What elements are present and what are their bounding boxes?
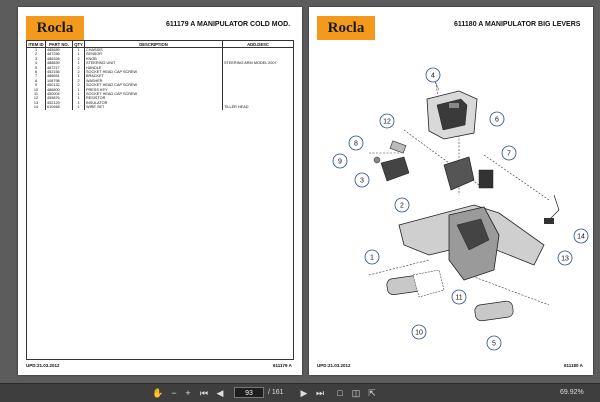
footer-date: UPD:21.03.2012 [317,363,351,368]
rocla-logo: Rocla [317,16,375,40]
svg-text:8: 8 [354,141,358,148]
part-wire-set [544,194,560,224]
cell-add-desc [222,87,294,93]
callout-9: 9 [332,153,348,169]
svg-text:13: 13 [561,256,569,263]
last-page-icon[interactable]: ⏭ [315,388,325,398]
svg-text:7: 7 [507,151,511,158]
svg-text:10: 10 [415,330,423,337]
svg-text:3: 3 [360,178,364,185]
svg-text:1: 1 [370,255,374,262]
svg-text:2: 2 [400,203,404,210]
cell-part-no: 610948 [45,105,73,110]
footer-code: 611180 A [564,363,583,368]
cell-add-desc [222,47,294,53]
cell-add-desc [222,92,294,97]
callout-3: 3 [354,172,370,188]
part-chassis [398,204,545,281]
callout-8: 8 [348,135,364,151]
callout-7: 7 [501,145,517,161]
cell-add-desc [222,65,294,71]
col-add-desc: ADD.DESC [222,40,294,48]
cell-add-desc [222,52,294,57]
viewer-toolbar: ✋ − + ⏮ ◀ 93 / 161 ▶ ⏭ □ ◫ ⇱ 69.92% [0,383,600,402]
cell-qty: 1 [72,105,85,110]
zoom-out-icon[interactable]: − [171,388,177,398]
zoom-in-icon[interactable]: + [185,388,191,398]
col-qty: QTY [72,40,85,48]
part-bracket [443,156,494,191]
svg-text:11: 11 [455,295,462,302]
svg-text:12: 12 [383,119,391,126]
part-steering-unit [426,90,478,140]
svg-text:9: 9 [338,159,342,166]
col-description: DESCRIPTION [84,40,223,48]
fit-icon[interactable]: ⇱ [368,388,376,398]
callout-13: 13 [557,250,573,266]
single-page-icon[interactable]: □ [337,388,343,398]
col-item-id: ITEM ID [26,40,46,48]
page-number-input[interactable]: 93 [234,387,264,398]
cell-add-desc [222,100,294,106]
parts-table: ITEM ID PART NO. QTY DESCRIPTION ADD.DES… [26,40,294,110]
svg-text:6: 6 [495,117,499,124]
page-title: 611180 A MANIPULATOR BIG LEVERS [454,21,581,28]
cell-add-desc [222,70,294,75]
callout-4: 4 [425,67,441,91]
double-page-icon[interactable]: ◫ [351,388,361,398]
callout-5: 5 [486,335,502,351]
zoom-level[interactable]: 69.92% [560,389,584,396]
callout-12: 12 [379,113,395,129]
next-page-icon[interactable]: ▶ [300,388,308,398]
cell-add-desc [222,56,294,62]
callout-1: 1 [364,249,380,265]
callout-11: 11 [451,289,467,305]
cell-add-desc [222,78,294,84]
page-exploded-diagram: Rocla 611180 A MANIPULATOR BIG LEVERS [309,7,593,375]
callout-2: 2 [394,197,410,213]
page-total: / 161 [268,389,284,396]
first-page-icon[interactable]: ⏮ [199,388,209,398]
rocla-logo: Rocla [26,16,84,40]
prev-page-icon[interactable]: ◀ [216,388,224,398]
cell-add-desc: STEERING ARM MODEL 2007 [222,61,294,66]
cell-item-id: 14 [26,105,46,110]
page-title: 611179 A MANIPULATOR COLD MOD. [166,21,291,28]
cell-add-desc [222,96,294,101]
svg-text:5: 5 [492,341,496,348]
svg-text:14: 14 [577,234,585,241]
callout-10: 10 [411,324,427,340]
exploded-diagram: 4 12 6 8 7 9 3 2 14 13 1 11 10 5 [332,67,589,351]
svg-text:4: 4 [431,73,435,80]
callout-14: 14 [573,228,589,244]
cell-add-desc: TILLER HEAD [222,105,294,110]
callout-6: 6 [489,111,505,127]
cell-add-desc [222,83,294,88]
hand-tool-icon[interactable]: ✋ [152,388,164,398]
part-handle [474,300,514,322]
part-press-key [386,269,445,298]
cell-add-desc [222,74,294,79]
footer-code: 611179 A [273,363,292,368]
cell-description: WIRE SET [84,105,223,110]
col-part-no: PART NO. [45,40,73,48]
part-sensor [373,140,410,182]
page-parts-list: Rocla 611179 A MANIPULATOR COLD MOD. ITE… [18,7,302,375]
footer-date: UPD:21.03.2012 [26,363,60,368]
